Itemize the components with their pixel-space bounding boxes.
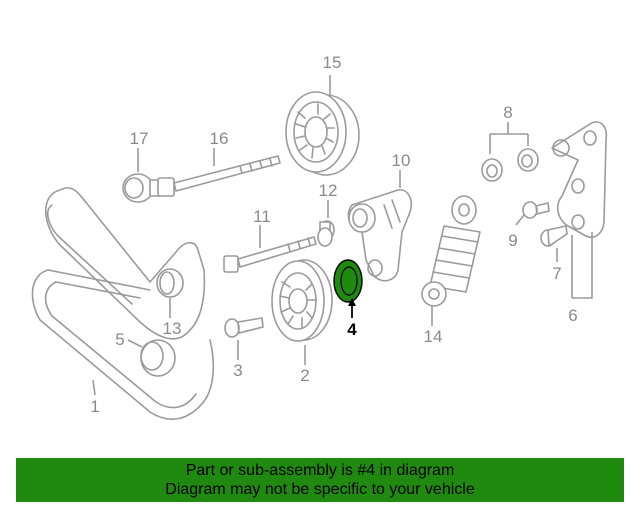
part-7-pin[interactable]	[540, 225, 568, 247]
part-9-bolt[interactable]	[522, 201, 550, 219]
part-8-bushings[interactable]	[481, 148, 539, 182]
callout-13: 13	[163, 319, 182, 338]
callout-14: 14	[424, 327, 443, 346]
callout-labels: 1 2 3 4 5 6 7 8 9 10 11 12 13 14 15 16 1…	[90, 53, 577, 416]
callout-16: 16	[210, 129, 229, 148]
part-15-pulley[interactable]	[285, 91, 360, 176]
part-3-bolt[interactable]	[224, 317, 264, 338]
part-1-belt[interactable]	[31, 187, 215, 420]
callout-17: 17	[130, 129, 149, 148]
callout-8: 8	[503, 103, 512, 122]
part-10-tensioner-arm[interactable]	[347, 189, 413, 282]
callout-9: 9	[508, 231, 517, 250]
part-4-seal[interactable]	[333, 259, 363, 303]
part-14-damper[interactable]	[421, 195, 481, 307]
callout-7: 7	[552, 264, 561, 283]
part-11-bolt[interactable]	[223, 236, 317, 273]
callout-5: 5	[115, 330, 124, 349]
parts-diagram: 1 2 3 4 5 6 7 8 9 10 11 12 13 14 15 16 1…	[31, 53, 608, 420]
callout-3: 3	[233, 361, 242, 380]
callout-11: 11	[253, 207, 271, 226]
callout-12: 12	[319, 181, 338, 200]
diagram-notice-banner: Part or sub-assembly is #4 in diagram Di…	[16, 458, 624, 502]
part-6-bracket[interactable]	[551, 121, 608, 238]
callout-6: 6	[568, 306, 577, 325]
part-13-pulley[interactable]	[156, 268, 184, 298]
callout-2: 2	[300, 366, 309, 385]
part-12-bushing[interactable]	[317, 220, 335, 247]
part-16-bolt[interactable]	[157, 155, 281, 197]
part-17-cap[interactable]	[122, 173, 161, 203]
part-2-pulley[interactable]	[271, 259, 333, 342]
banner-line-2: Diagram may not be specific to your vehi…	[165, 481, 475, 498]
part-5-pulley[interactable]	[140, 339, 176, 377]
callout-10: 10	[392, 151, 411, 170]
callout-1: 1	[90, 397, 99, 416]
callout-4: 4	[347, 320, 357, 339]
banner-line-1: Part or sub-assembly is #4 in diagram	[185, 462, 455, 479]
leader-lines	[92, 75, 593, 396]
callout-15: 15	[323, 53, 342, 72]
